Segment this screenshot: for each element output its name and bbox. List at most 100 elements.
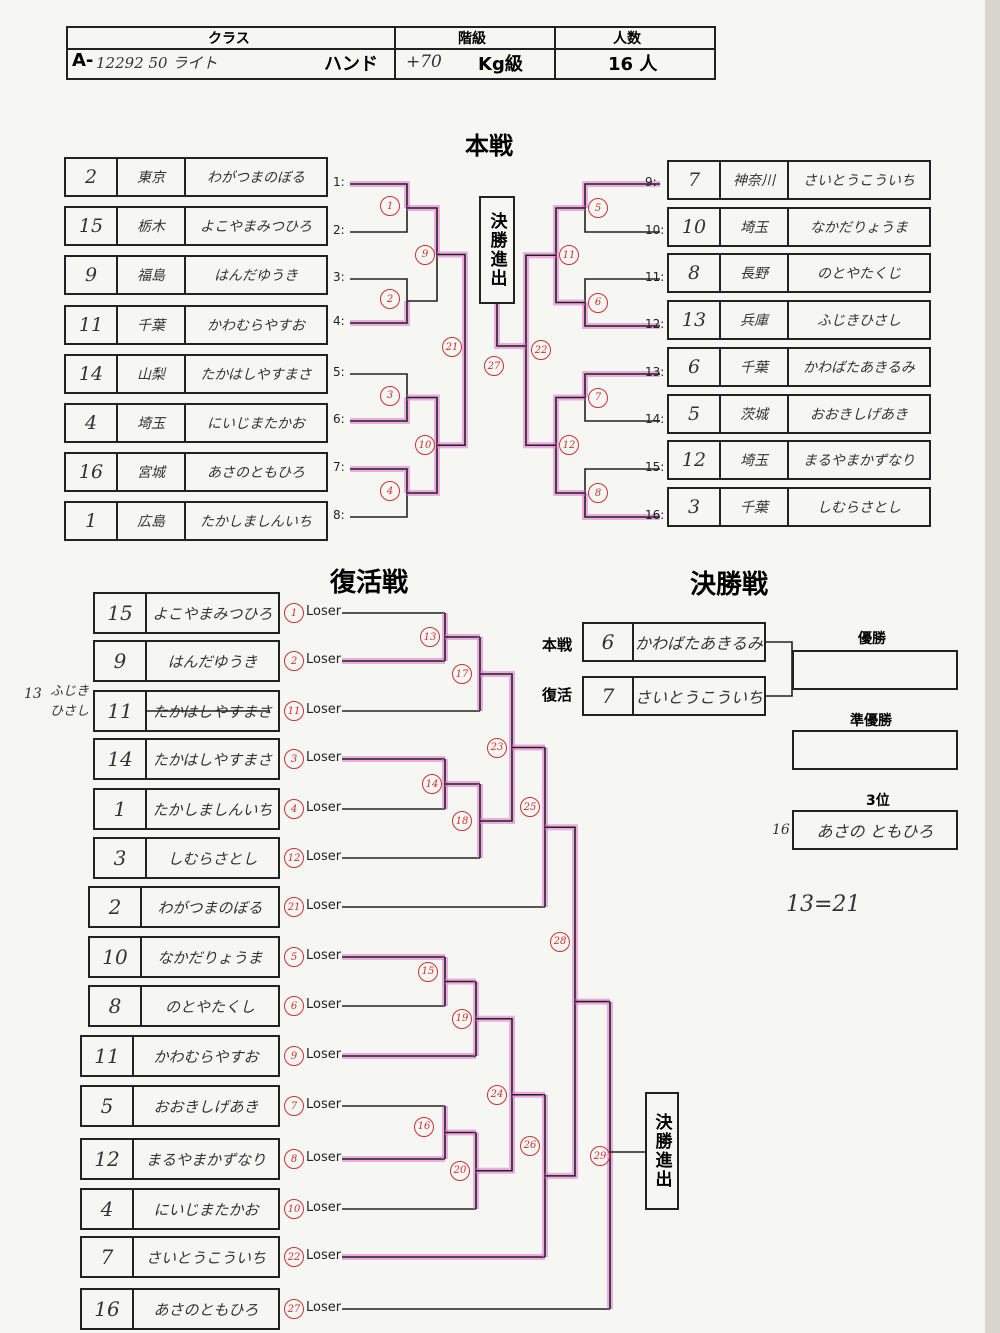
player-pref: 埼玉 (116, 405, 184, 441)
player-name: おおきしげあき (787, 395, 929, 432)
final-rep-no: 7 (601, 684, 615, 708)
rep-no: 11 (107, 699, 133, 723)
match-16: 16 (414, 1116, 434, 1137)
rep-ref-13: 10 (284, 1199, 304, 1219)
match-20: 20 (450, 1160, 470, 1181)
player-no: 8 (687, 262, 701, 285)
player-no: 4 (84, 412, 98, 434)
header-divider (68, 48, 714, 50)
player-pref: 神奈川 (719, 162, 787, 198)
player-name: にいじまたかお (184, 405, 326, 441)
player-name: まるやまかずなり (787, 442, 929, 479)
player-name: あさのともひろ (184, 454, 326, 491)
match-23: 23 (487, 737, 507, 758)
rep-name: たかしましんいち (145, 790, 278, 828)
match-12: 12 (559, 435, 579, 456)
rep-no: 11 (94, 1044, 120, 1068)
player-no: 6 (687, 355, 701, 378)
loser-label-12: Loser (306, 1150, 342, 1165)
rep-no: 3 (113, 846, 127, 870)
winner-box (792, 650, 958, 690)
repechage-row-7: 2 わがつまのぼる (88, 886, 280, 928)
match-8: 8 (588, 483, 608, 503)
main-left-player-7: 16 宮城あさのともひろ (64, 452, 328, 493)
rep-ref-5: 4 (284, 799, 304, 819)
repechage-title: 復活戦 (330, 568, 409, 598)
rep-ref-12: 8 (284, 1149, 304, 1169)
rep-name: わがつまのぼる (140, 888, 278, 926)
winner-label: 優勝 (858, 631, 886, 647)
match-11: 11 (559, 245, 579, 266)
match-15: 15 (418, 961, 438, 982)
player-pref: 宮城 (116, 454, 184, 491)
main-line-1 (350, 208, 408, 233)
right-slot-5: 13: (645, 365, 665, 379)
player-pref: 栃木 (116, 208, 184, 245)
rep-name: かわむらやすお (132, 1037, 278, 1075)
main-final-right-highlight (494, 304, 526, 349)
third-box: あさの ともひろ (792, 810, 958, 850)
player-name: よこやまみつひろ (184, 208, 326, 245)
grade-label: 階級 (458, 31, 486, 47)
left-slot-4: 4: (333, 314, 345, 328)
final-main-name: かわばたあきるみ (632, 624, 764, 660)
rep-name: まるやまかずなり (132, 1140, 278, 1178)
rep-no: 14 (107, 747, 133, 771)
player-no: 13 (681, 309, 707, 332)
rep-no: 2 (108, 895, 122, 919)
match-26: 26 (520, 1135, 540, 1156)
right-slot-1: 9: (645, 175, 657, 189)
main-line-7 (350, 493, 408, 518)
player-name: なかだりょうま (787, 208, 929, 245)
rep-name: たかはしやすまさ (145, 740, 278, 778)
player-no: 14 (78, 362, 104, 385)
rep-ref-10: 9 (284, 1046, 304, 1066)
rep-ref-3: 11 (284, 701, 304, 721)
player-no: 1 (84, 510, 98, 533)
player-pref: 広島 (116, 503, 184, 540)
loser-label-1: Loser (306, 604, 342, 619)
loser-label-2: Loser (306, 652, 342, 667)
rep-v28-highlight (545, 824, 578, 1179)
final-bracket (766, 641, 793, 697)
third-label: 3位 (866, 793, 890, 809)
rep-ref-1: 1 (284, 603, 304, 623)
player-name: わがつまのぼる (184, 159, 326, 195)
player-pref: 福島 (116, 257, 184, 294)
match-28: 28 (550, 931, 570, 952)
match-14: 14 (422, 774, 442, 794)
rep-no: 8 (108, 994, 122, 1018)
left-slot-3: 3: (333, 270, 345, 284)
left-slot-1: 1: (333, 175, 345, 189)
player-pref: 埼玉 (719, 208, 787, 245)
player-no: 2 (84, 166, 98, 188)
loser-label-9: Loser (306, 997, 342, 1012)
player-pref: 東京 (116, 159, 184, 195)
loser-label-8: Loser (306, 948, 342, 963)
third-no: 16 (772, 822, 790, 838)
match-24: 24 (487, 1084, 507, 1105)
class-label: クラス (208, 31, 250, 47)
header-col-sep-2 (554, 28, 556, 78)
player-name: たかはしやすまさ (184, 355, 326, 392)
player-no: 16 (78, 461, 104, 484)
final-title: 決勝戦 (690, 570, 769, 600)
match-9: 9 (415, 244, 435, 265)
match-22: 22 (531, 340, 551, 360)
loser-label-13: Loser (306, 1200, 342, 1215)
rep-name: おおきしげあき (132, 1087, 278, 1125)
player-pref: 埼玉 (719, 442, 787, 479)
